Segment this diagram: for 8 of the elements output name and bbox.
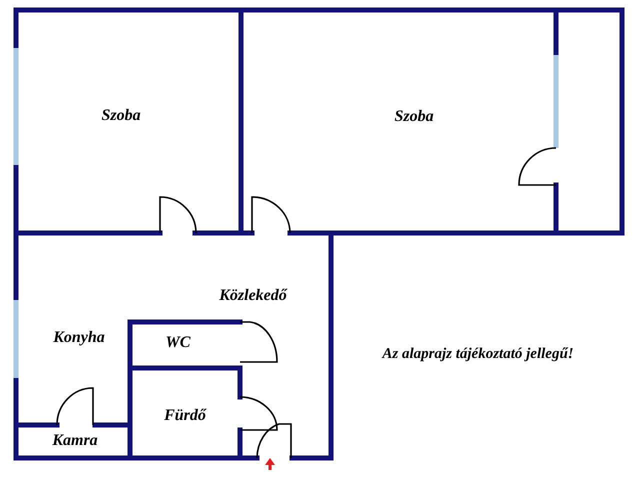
room-label: Fürdő — [164, 406, 206, 426]
note-text: Az alaprajz tájékoztató jellegű! — [382, 344, 574, 364]
room-label: WC — [166, 333, 190, 353]
room-label: Konyha — [53, 328, 105, 348]
room-label: Kamra — [52, 431, 98, 451]
room-label: Szoba — [394, 107, 434, 127]
room-label: Közlekedő — [219, 286, 287, 306]
room-label: Szoba — [101, 106, 141, 126]
